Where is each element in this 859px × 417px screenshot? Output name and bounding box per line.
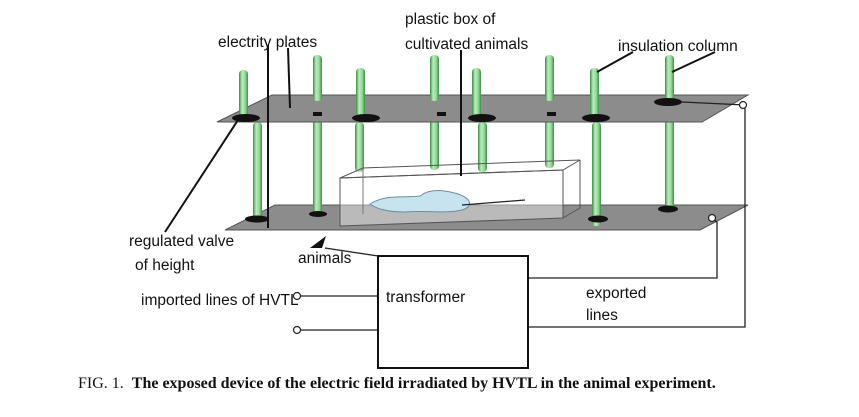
insulation-column <box>545 55 554 101</box>
label-exported-line2: lines <box>586 307 618 324</box>
insulation-column <box>239 70 248 118</box>
terminal-node <box>707 213 717 223</box>
transformer-box <box>377 255 529 369</box>
figure-caption: FIG. 1. The exposed device of the electr… <box>78 375 716 392</box>
caption-text: The exposed device of the electric field… <box>132 375 716 392</box>
insulation-column <box>313 55 322 101</box>
label-exported-line1: exported <box>586 285 646 302</box>
input-terminal <box>292 291 302 301</box>
lower-columns <box>253 104 674 226</box>
insulation-column <box>313 118 322 214</box>
label-imported-lines: imported lines of HVTL <box>141 292 299 309</box>
label-plastic-box-line1: plastic box of <box>405 11 496 28</box>
label-insulation-column: insulation column <box>618 38 738 55</box>
label-animals: animals <box>298 250 352 267</box>
plastic-box <box>339 159 581 227</box>
label-plastic-box-line2: cultivated animals <box>405 36 528 53</box>
animals-in-box <box>369 190 471 213</box>
insulation-column <box>665 104 674 210</box>
label-transformer: transformer <box>386 289 465 306</box>
label-regulated-valve-line1: regulated valve <box>129 233 234 250</box>
insulation-column <box>430 55 439 101</box>
insulation-column <box>592 122 601 226</box>
input-terminal <box>292 325 302 335</box>
insulation-column <box>665 55 674 103</box>
caption-prefix: FIG. 1. <box>78 375 124 392</box>
insulation-column <box>253 122 262 218</box>
label-regulated-valve-line2: of height <box>135 257 195 274</box>
animals-pointer <box>310 236 326 248</box>
bottom-plate <box>224 204 749 231</box>
insulation-column <box>545 118 554 168</box>
regulated-valves <box>232 98 682 223</box>
leader-lines <box>164 45 716 233</box>
top-plate <box>216 94 750 123</box>
insulation-column <box>355 122 364 172</box>
upper-columns <box>239 55 674 118</box>
insulation-column <box>356 68 365 118</box>
terminal-node <box>738 100 748 110</box>
label-electrity-plates: electrity plates <box>218 34 317 51</box>
insulation-column <box>478 122 487 172</box>
insulation-column <box>590 68 599 118</box>
insulation-column <box>472 68 481 118</box>
insulation-column <box>430 118 439 170</box>
